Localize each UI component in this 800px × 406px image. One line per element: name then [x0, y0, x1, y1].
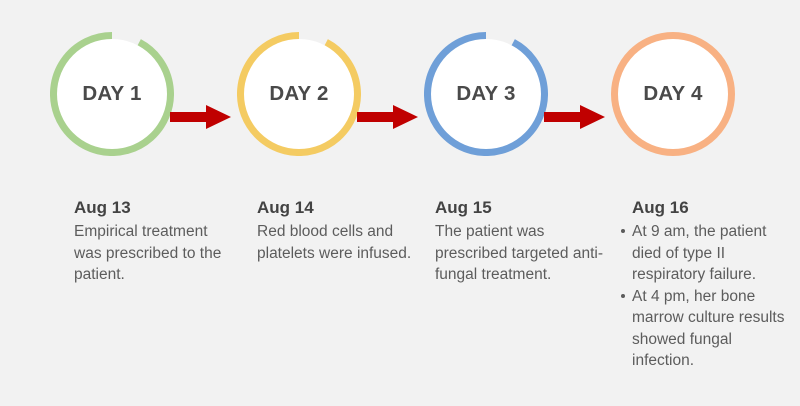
list-item: At 4 pm, her bone marrow culture results…: [621, 286, 797, 372]
timeline-caption-day-3: Aug 15 The patient was prescribed target…: [435, 196, 607, 286]
timeline-caption-day-1: Aug 13 Empirical treatment was prescribe…: [74, 196, 234, 286]
timeline-captions-row: Aug 13 Empirical treatment was prescribe…: [0, 196, 800, 406]
list-item: At 9 am, the patient died of type II res…: [621, 221, 797, 286]
timeline-nodes-row: DAY 1 DAY 2 DAY 3 DAY 4: [0, 0, 800, 190]
caption-bullet-list-4: At 9 am, the patient died of type II res…: [621, 221, 797, 372]
caption-date-4: Aug 16: [632, 198, 689, 217]
ring-arc-day-4: [611, 32, 735, 156]
timeline-caption-day-2: Aug 14 Red blood cells and platelets wer…: [257, 196, 417, 264]
day-node-label-1: DAY 1: [82, 82, 142, 105]
ring-arc-day-3: [424, 32, 548, 156]
bullet-dot-icon: [621, 229, 625, 233]
arrow-day2-to-day3-icon: [357, 103, 419, 131]
ring-inner-fill-day-4: [618, 39, 728, 149]
arrow-day3-to-day4-icon: [544, 103, 606, 131]
arrow-day1-to-day2-icon: [170, 103, 232, 131]
caption-description-1: Empirical treatment was prescribed to th…: [74, 223, 222, 283]
ring-inner-fill-day-2: [244, 39, 354, 149]
ring-arc-day-1: [50, 32, 174, 156]
ring-inner-fill-day-1: [57, 39, 167, 149]
caption-date-1: Aug 13: [74, 198, 131, 217]
caption-date-2: Aug 14: [257, 198, 314, 217]
timeline-node-day-1[interactable]: DAY 1: [50, 32, 174, 156]
day-node-label-4: DAY 4: [643, 82, 703, 105]
caption-date-3: Aug 15: [435, 198, 492, 217]
caption-description-3: The patient was prescribed targeted anti…: [435, 223, 604, 283]
day-node-label-2: DAY 2: [269, 82, 329, 105]
bullet-text: At 9 am, the patient died of type II res…: [632, 223, 767, 283]
ring-inner-fill-day-3: [431, 39, 541, 149]
bullet-dot-icon: [621, 293, 625, 298]
bullet-text: At 4 pm, her bone marrow culture results…: [632, 287, 785, 370]
ring-arc-day-2: [237, 32, 361, 156]
caption-description-2: Red blood cells and platelets were infus…: [257, 223, 412, 262]
timeline-node-day-2[interactable]: DAY 2: [237, 32, 361, 156]
day-node-label-3: DAY 3: [456, 82, 516, 105]
timeline-node-day-3[interactable]: DAY 3: [424, 32, 548, 156]
timeline-node-day-4[interactable]: DAY 4: [611, 32, 735, 156]
timeline-caption-day-4: Aug 16 At 9 am, the patient died of type…: [621, 196, 797, 372]
